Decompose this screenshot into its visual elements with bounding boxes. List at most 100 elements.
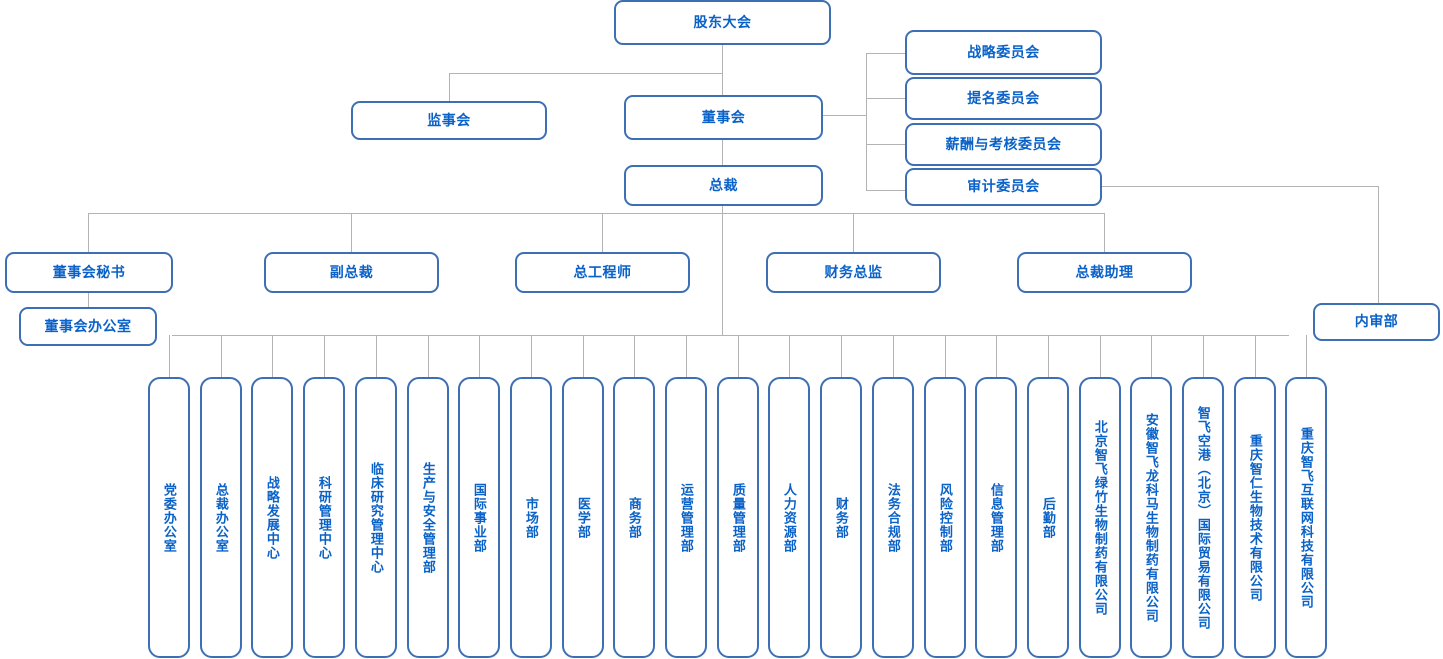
connector-department-drop: [272, 335, 273, 377]
connector-exec-bar: [88, 213, 1105, 214]
node-label: 董事会秘书: [52, 263, 126, 280]
node-label: 后勤部: [1040, 496, 1056, 539]
node-exec-president-assistant[interactable]: 总裁助理: [1017, 252, 1192, 293]
connector-department-drop: [221, 335, 222, 377]
node-department[interactable]: 风险控制部: [924, 377, 966, 658]
connector-committee-1: [866, 53, 905, 54]
node-label: 质量管理部: [730, 482, 746, 553]
node-label: 重庆智飞互联网科技有限公司: [1298, 426, 1314, 609]
node-label: 监事会: [427, 111, 471, 128]
node-exec-vice-president[interactable]: 副总裁: [264, 252, 439, 293]
node-label: 安徽智飞龙科马生物制药有限公司: [1143, 412, 1159, 623]
connector-committee-3: [866, 144, 905, 145]
node-department[interactable]: 人力资源部: [768, 377, 810, 658]
node-department[interactable]: 商务部: [613, 377, 655, 658]
node-exec-chief-engineer[interactable]: 总工程师: [515, 252, 690, 293]
connector-department-drop: [996, 335, 997, 377]
node-label: 智飞空港（北京）国际贸易有限公司: [1195, 405, 1211, 630]
node-department[interactable]: 法务合规部: [872, 377, 914, 658]
node-label: 生产与安全管理部: [420, 461, 436, 574]
connector-department-drop: [479, 335, 480, 377]
node-department[interactable]: 后勤部: [1027, 377, 1069, 658]
node-label: 提名委员会: [967, 89, 1040, 106]
node-label: 运营管理部: [678, 482, 694, 553]
connector-exec-1: [88, 213, 89, 252]
connector-committee-spine: [866, 53, 867, 190]
connector-department-drop: [376, 335, 377, 377]
connector-department-drop: [1100, 335, 1101, 377]
node-department[interactable]: 国际事业部: [458, 377, 500, 658]
node-president[interactable]: 总裁: [624, 165, 823, 206]
node-label: 审计委员会: [967, 178, 1040, 195]
connector-department-drop: [1255, 335, 1256, 377]
node-committee-audit[interactable]: 审计委员会: [905, 168, 1102, 206]
connector-board-supervisory-h: [449, 73, 723, 74]
node-committee-remuneration[interactable]: 薪酬与考核委员会: [905, 123, 1102, 166]
node-label: 人力资源部: [781, 482, 797, 553]
connector-audit-drop: [1378, 186, 1379, 303]
connector-department-drop: [1048, 335, 1049, 377]
node-department[interactable]: 运营管理部: [665, 377, 707, 658]
connector-department-drop: [841, 335, 842, 377]
node-label: 临床研究管理中心: [368, 461, 384, 574]
connector-exec-2: [351, 213, 352, 252]
node-department[interactable]: 北京智飞绿竹生物制药有限公司: [1079, 377, 1121, 658]
node-label: 科研管理中心: [316, 475, 332, 560]
node-label: 法务合规部: [885, 482, 901, 553]
node-department[interactable]: 医学部: [562, 377, 604, 658]
node-committee-strategy[interactable]: 战略委员会: [905, 30, 1102, 75]
connector-department-drop: [169, 335, 170, 377]
connector-department-drop: [789, 335, 790, 377]
node-department[interactable]: 质量管理部: [717, 377, 759, 658]
connector-secretary-office: [88, 292, 89, 307]
connector-department-drop: [634, 335, 635, 377]
node-department[interactable]: 重庆智飞互联网科技有限公司: [1285, 377, 1327, 658]
node-department[interactable]: 科研管理中心: [303, 377, 345, 658]
node-exec-board-secretary[interactable]: 董事会秘书: [5, 252, 173, 293]
node-label: 战略委员会: [967, 43, 1040, 60]
node-department[interactable]: 生产与安全管理部: [407, 377, 449, 658]
connector-department-drop: [583, 335, 584, 377]
node-department[interactable]: 临床研究管理中心: [355, 377, 397, 658]
node-label: 股东大会: [693, 13, 752, 30]
node-label: 董事会: [701, 108, 746, 125]
node-label: 总工程师: [573, 263, 632, 280]
node-department[interactable]: 智飞空港（北京）国际贸易有限公司: [1182, 377, 1224, 658]
node-shareholders-meeting[interactable]: 股东大会: [614, 0, 831, 45]
node-department[interactable]: 战略发展中心: [251, 377, 293, 658]
node-label: 薪酬与考核委员会: [945, 135, 1062, 152]
node-label: 内审部: [1354, 313, 1399, 330]
node-department[interactable]: 总裁办公室: [200, 377, 242, 658]
connector-department-drop: [893, 335, 894, 377]
connector-board-president: [722, 139, 723, 165]
node-internal-audit[interactable]: 内审部: [1313, 303, 1440, 341]
node-label: 北京智飞绿竹生物制药有限公司: [1092, 419, 1108, 616]
node-label: 风险控制部: [937, 482, 953, 553]
node-department[interactable]: 信息管理部: [975, 377, 1017, 658]
node-department[interactable]: 安徽智飞龙科马生物制药有限公司: [1130, 377, 1172, 658]
node-label: 总裁办公室: [213, 482, 229, 553]
connector-president-down: [722, 205, 723, 335]
node-label: 董事会办公室: [44, 317, 132, 334]
connector-committee-4: [866, 190, 905, 191]
node-board-office[interactable]: 董事会办公室: [19, 307, 157, 346]
node-department[interactable]: 财务部: [820, 377, 862, 658]
node-label: 医学部: [575, 496, 591, 539]
node-committee-nomination[interactable]: 提名委员会: [905, 77, 1102, 120]
node-exec-cfo[interactable]: 财务总监: [766, 252, 941, 293]
node-label: 总裁: [709, 176, 738, 193]
connector-committee-2: [866, 98, 905, 99]
node-department[interactable]: 重庆智仁生物技术有限公司: [1234, 377, 1276, 658]
node-supervisory-board[interactable]: 监事会: [351, 101, 547, 140]
node-department[interactable]: 党委办公室: [148, 377, 190, 658]
connector-department-drop: [1306, 335, 1307, 377]
node-department[interactable]: 市场部: [510, 377, 552, 658]
connector-supervisory-drop: [449, 73, 450, 101]
node-label: 信息管理部: [988, 482, 1004, 553]
node-label: 市场部: [523, 496, 539, 539]
node-label: 重庆智仁生物技术有限公司: [1247, 433, 1263, 602]
connector-department-drop: [1151, 335, 1152, 377]
node-board-of-directors[interactable]: 董事会: [624, 95, 823, 140]
connector-department-drop: [686, 335, 687, 377]
